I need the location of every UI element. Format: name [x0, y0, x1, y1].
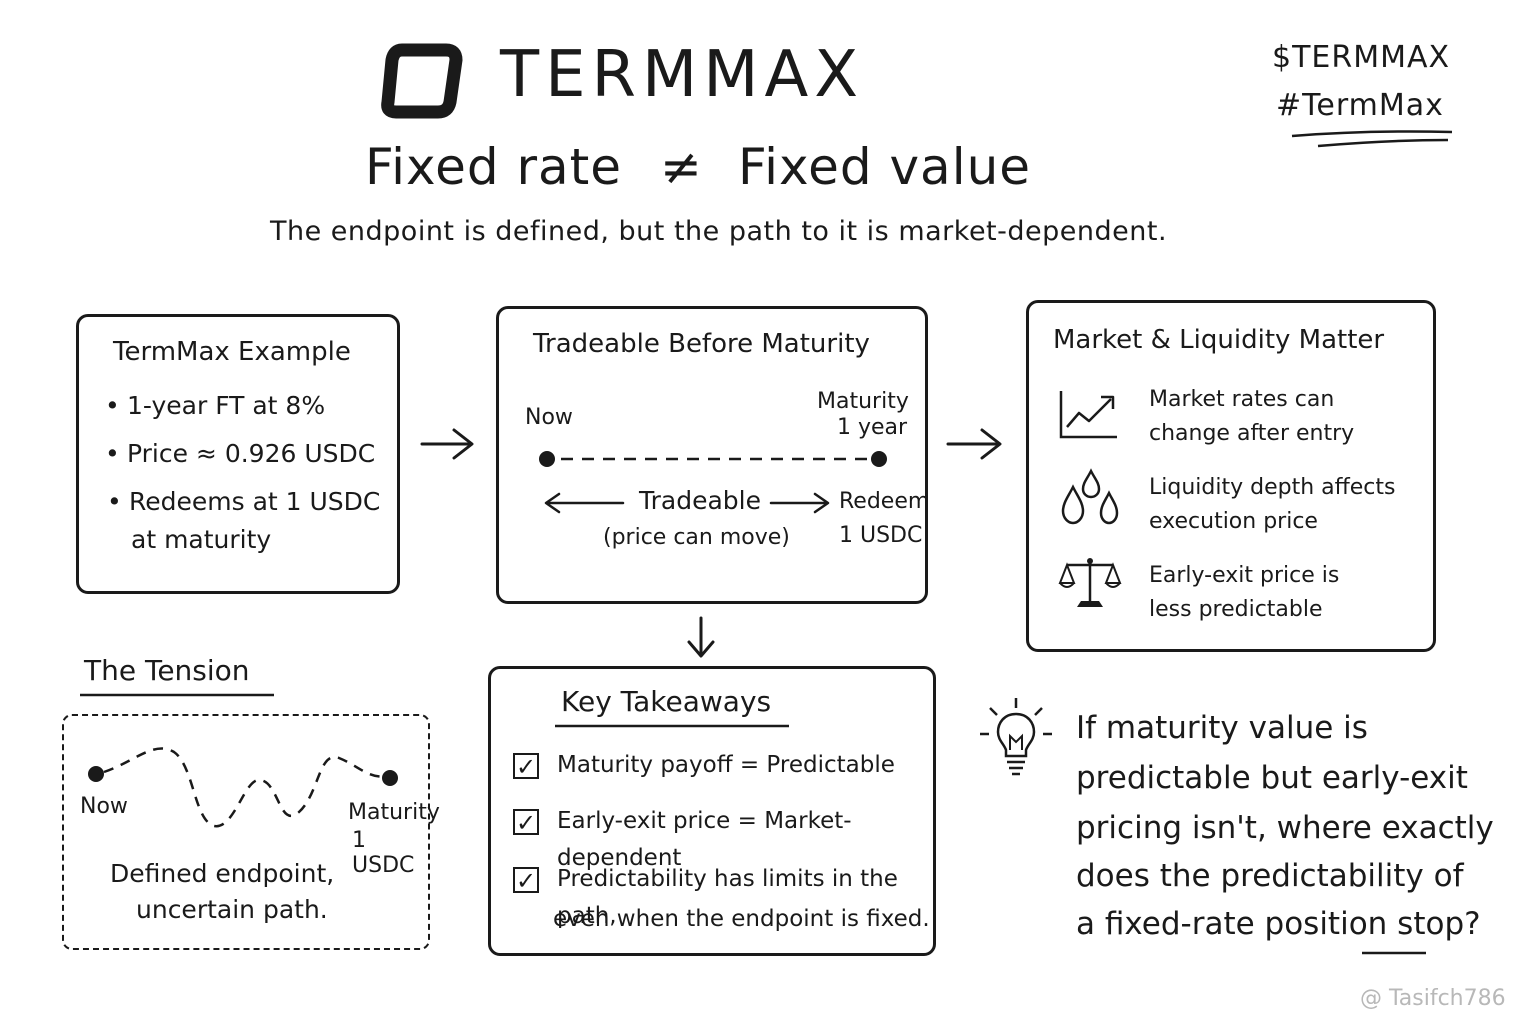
market-item-text: less predictable: [1149, 597, 1323, 622]
ticker: $TERMMAX: [1272, 40, 1451, 75]
tension-caption: uncertain path.: [136, 895, 328, 924]
line-chart-icon: [1059, 391, 1117, 439]
checkbox-checked-icon: [513, 748, 539, 786]
tension-caption: Defined endpoint,: [110, 859, 335, 888]
maturity-label: Maturity: [817, 389, 909, 414]
arrow-right-icon: [420, 428, 474, 460]
tension-maturity-value: 1 USDC: [352, 828, 415, 878]
takeaways-title-underline: [555, 724, 789, 728]
question-line: pricing isn't, where exactly: [1076, 810, 1494, 846]
tradeable-label: Tradeable: [639, 486, 761, 515]
takeaway-text-continuation: even when the endpoint is fixed.: [553, 906, 930, 932]
market-item-text: Early-exit price is: [1149, 563, 1340, 588]
hashtag-underline: [1291, 130, 1453, 148]
hashtag: #TermMax: [1276, 88, 1444, 123]
example-bullet: Redeems at 1 USDC: [107, 487, 380, 516]
takeaway-item: Predictability has limits in the path,: [513, 861, 933, 935]
takeaway-item: Maturity payoff = Predictable: [513, 747, 895, 786]
market-item-text: execution price: [1149, 509, 1318, 534]
redeem-label: Redeem: [839, 489, 930, 514]
question-line: does the predictability of: [1076, 858, 1464, 894]
takeaway-text: Maturity payoff = Predictable: [557, 752, 895, 778]
left-arrow-icon: [544, 492, 625, 514]
maturity-term: 1 year: [837, 415, 908, 440]
checkbox-checked-icon: [513, 804, 539, 842]
tradeable-title: Tradeable Before Maturity: [533, 329, 870, 359]
redeem-value: 1 USDC: [839, 523, 923, 548]
checkbox-checked-icon: [513, 862, 539, 900]
lightbulb-icon: [980, 698, 1052, 776]
market-title: Market & Liquidity Matter: [1053, 325, 1385, 355]
tradeable-box: Tradeable Before Maturity Now Maturity 1…: [496, 306, 930, 604]
tension-title-underline: [80, 693, 274, 697]
tagline: The endpoint is defined, but the path to…: [270, 216, 1168, 247]
now-label: Now: [525, 405, 573, 430]
takeaway-item: Early-exit price = Market-dependent: [513, 803, 933, 877]
market-item-text: Market rates can: [1149, 387, 1335, 412]
not-equal-symbol: ≠: [660, 138, 703, 196]
timeline-dashed-line: [539, 451, 887, 467]
headline-left: Fixed rate: [365, 138, 623, 196]
takeaways-title: Key Takeaways: [561, 685, 772, 718]
uncertain-path-line: [88, 747, 398, 828]
scales-icon: [1058, 558, 1122, 607]
arrow-right-icon: [946, 428, 1002, 460]
takeaways-box: Key Takeaways Maturity payoff = Predicta…: [488, 666, 936, 956]
market-box: Market & Liquidity Matter Market rates c…: [1026, 300, 1436, 652]
watermark: @ Tasifch786: [1360, 986, 1506, 1011]
stop-underline: [1362, 951, 1426, 955]
brand-title: TERMMAX: [500, 38, 865, 112]
market-item-text: change after entry: [1149, 421, 1355, 446]
question-line: If maturity value is: [1076, 710, 1368, 746]
example-box: TermMax Example 1-year FT at 8% Price ≈ …: [76, 314, 400, 594]
question-line: predictable but early-exit: [1076, 760, 1468, 796]
example-bullet: Price ≈ 0.926 USDC: [105, 439, 375, 468]
tradeable-note: (price can move): [603, 525, 790, 550]
tension-box: Now Maturity 1 USDC Defined endpoint, un…: [62, 714, 440, 950]
tension-title: The Tension: [84, 654, 250, 687]
headline-right: Fixed value: [738, 138, 1032, 196]
example-bullet-continuation: at maturity: [131, 525, 272, 554]
example-title: TermMax Example: [113, 337, 351, 367]
question-line: a fixed-rate position stop?: [1076, 906, 1481, 942]
arrow-down-icon: [687, 616, 715, 658]
takeaway-text: Early-exit price = Market-dependent: [557, 808, 852, 871]
takeaway-text: Predictability has limits in the path,: [557, 866, 898, 929]
market-item-text: Liquidity depth affects: [1149, 475, 1396, 500]
termmax-logo-icon: [381, 43, 463, 119]
right-arrow-icon: [769, 492, 830, 514]
tension-maturity-label: Maturity: [348, 800, 440, 825]
example-bullet: 1-year FT at 8%: [105, 391, 325, 420]
tension-now-label: Now: [80, 794, 128, 819]
droplets-icon: [1061, 468, 1119, 525]
